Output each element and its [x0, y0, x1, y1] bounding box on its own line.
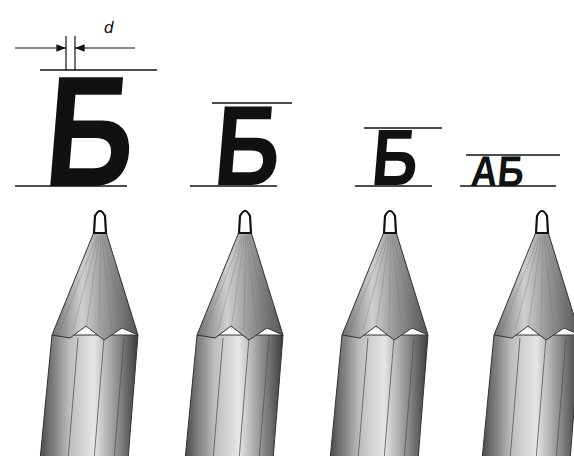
pencil [330, 211, 428, 456]
pencil [482, 211, 574, 456]
dimension-label: d [104, 19, 113, 36]
pencil [40, 211, 138, 456]
letter-sample: Б [40, 52, 142, 210]
letter-sample: АБ [469, 150, 526, 193]
letter-sample: Б [211, 89, 286, 203]
pencil [185, 211, 283, 456]
letter-sample: Б [369, 118, 422, 198]
